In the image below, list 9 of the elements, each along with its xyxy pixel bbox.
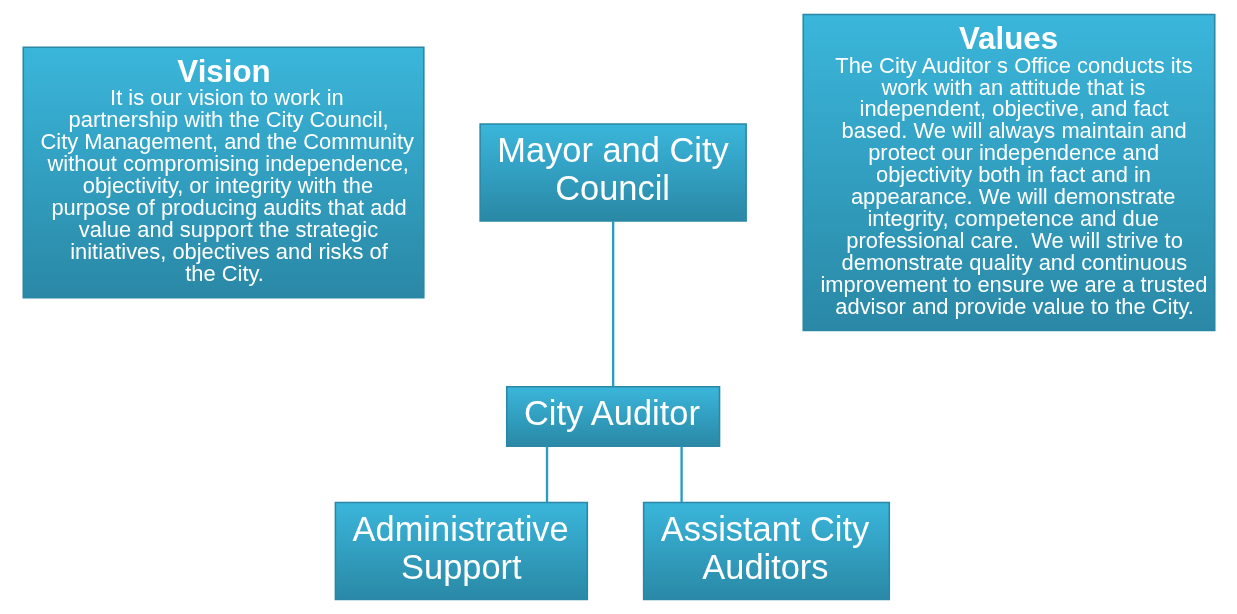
node-box: Mayor and City Council	[478, 123, 747, 222]
connector	[545, 446, 548, 503]
node-box: City Auditor	[505, 386, 720, 448]
node-box: Assistant City Auditors	[642, 501, 890, 601]
connector	[679, 446, 683, 503]
node-box: Administrative Support	[334, 501, 588, 601]
connector	[611, 221, 614, 387]
node-box: Vision It is our vision to work in partnership with the City Council, City Management, and the Community without compromising independence, objectivity, or integrity with the purpose of producing audits that add value and support the strategic initiatives, objectives and risks of the City.	[22, 46, 425, 299]
node-box: Values The City Auditor s Office conducts its work with an attitude that is independent, objective, and fact based. We will always maintain and protect our independence and objectivity both in fact and in appearance. We will demonstrate integrity, competence and due professional care. We will strive to demonstrate quality and continuous improvement to ensure we are a trusted advisor and provide value to the City.	[801, 13, 1215, 332]
